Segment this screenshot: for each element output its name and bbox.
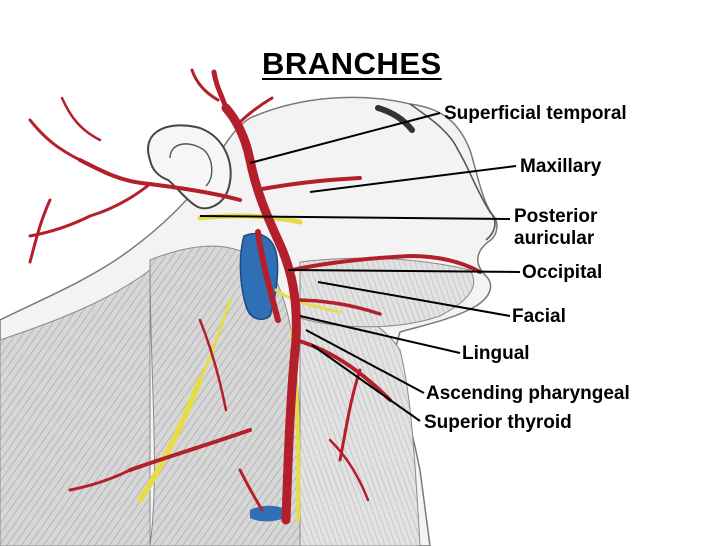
label-posterior-auricular-line2: auricular [514,228,595,249]
eyebrow-shading [375,105,415,133]
arteries [28,68,482,525]
label-superior-thyroid: Superior thyroid [424,412,572,433]
label-superficial-temporal: Superficial temporal [444,103,627,124]
ear-inner [169,143,213,187]
leader-lines [199,112,521,422]
ear [147,124,232,210]
label-lingual: Lingual [462,343,530,364]
slide-title: BRANCHES [262,46,442,81]
label-maxillary: Maxillary [520,156,602,177]
internal-jugular-vein [239,232,279,320]
label-occipital: Occipital [522,262,603,283]
face-contour [409,103,496,241]
label-ascending-pharyngeal: Ascending pharyngeal [426,383,630,404]
label-facial: Facial [512,306,566,327]
jugular-vein-lower [250,505,290,522]
label-posterior-auricular-line1: Posterior [514,206,598,227]
